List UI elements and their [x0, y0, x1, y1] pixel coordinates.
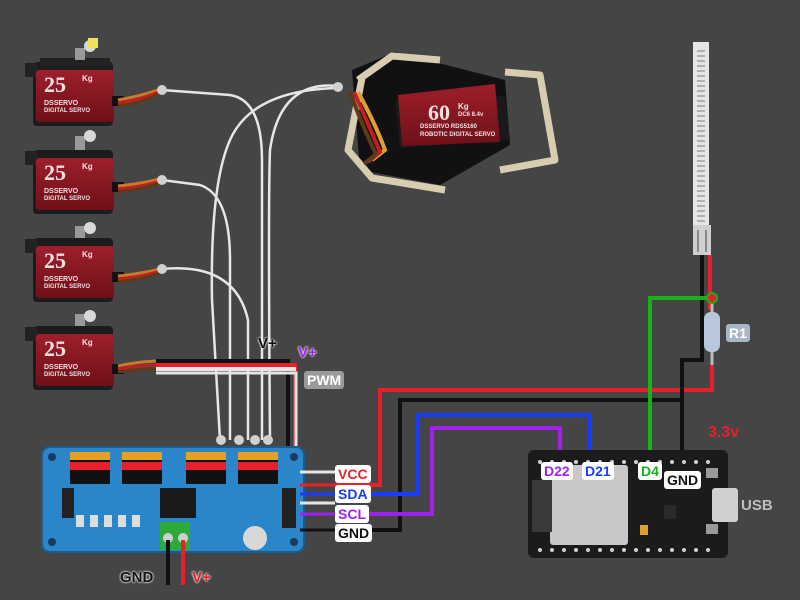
vplus-label-black: V+ [258, 335, 277, 352]
vcc-label: VCC [335, 465, 371, 483]
vplus-label-bottom: V+ [192, 569, 211, 586]
servo-3-type: DIGITAL SERVO [44, 284, 91, 290]
servo-1-type: DIGITAL SERVO [44, 108, 91, 114]
servo-4-brand: DSSERVO [44, 364, 79, 371]
servo-1-unit: Kg [82, 74, 93, 83]
servo-2-brand: DSSERVO [44, 188, 79, 195]
large-servo-unit: Kg [458, 102, 469, 111]
servo-signal-wires [161, 84, 339, 441]
servo-2-unit: Kg [82, 162, 93, 171]
gnd-label-esp: GND [664, 471, 702, 489]
servo-3-torque: 25 [44, 248, 66, 273]
large-servo-torque: 60 [428, 100, 450, 125]
d22-label: D22 [541, 462, 573, 480]
servo-3-brand: DSSERVO [44, 276, 79, 283]
sda-label: SDA [335, 485, 371, 503]
servo-1 [25, 38, 159, 126]
pca9685-board [41, 446, 305, 553]
servo-4-type: DIGITAL SERVO [44, 372, 91, 378]
signal-wire-nodes [157, 82, 343, 445]
servo-1-torque: 25 [44, 72, 66, 97]
servo-4 [25, 310, 157, 390]
vplus-label-purple: V+ [298, 344, 317, 361]
pwm-label: PWM [304, 371, 345, 389]
servo-2-type: DIGITAL SERVO [44, 196, 91, 202]
servo-4-torque: 25 [44, 336, 66, 361]
resistor-r1 [704, 292, 720, 365]
gnd-label-board: GND [335, 524, 373, 542]
pca-header-wires [300, 470, 335, 532]
gnd-label-bottom: GND [120, 569, 154, 586]
large-servo-brand: DSSERVO RDS5160 [420, 124, 477, 130]
servo-3 [25, 222, 161, 302]
large-servo [344, 52, 559, 194]
servo-1-brand: DSSERVO [44, 100, 79, 107]
large-servo-type: ROBOTIC DIGITAL SERVO [420, 132, 496, 138]
d4-label: D4 [638, 462, 662, 480]
r1-label: R1 [726, 324, 750, 342]
large-servo-sub: DC6 8.4v [458, 112, 484, 118]
servo-4-unit: Kg [82, 338, 93, 347]
v33-label: 3.3v [708, 424, 740, 441]
servo-2-torque: 25 [44, 160, 66, 185]
servo-3-unit: Kg [82, 250, 93, 259]
d21-label: D21 [582, 462, 614, 480]
flex-sensor [693, 42, 711, 255]
usb-label: USB [741, 497, 773, 514]
servo-power-bus [156, 359, 298, 460]
scl-label: SCL [335, 505, 369, 523]
servo-2 [25, 130, 161, 214]
esp32-connection-wires [335, 255, 714, 532]
